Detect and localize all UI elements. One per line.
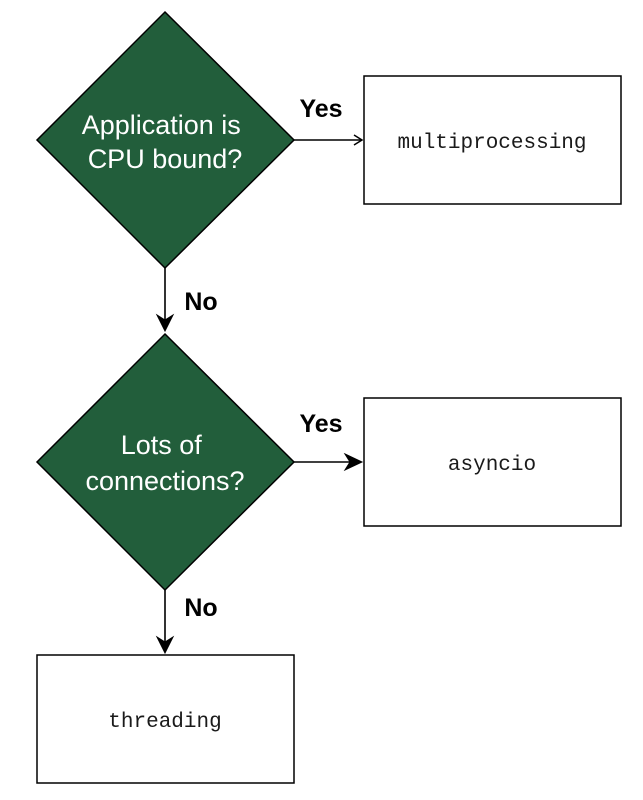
edge-cpu-no <box>155 268 175 333</box>
outcome-asyncio: asyncio <box>363 397 622 527</box>
edge-label-cpu-no: No <box>184 288 217 316</box>
svg-text:Lots of connections?: Lots of connections? <box>85 430 244 496</box>
edge-label-conn-no: No <box>184 594 217 622</box>
outcome-asyncio-box <box>363 397 622 527</box>
svg-text:Application is CPU bound: Application is CPU bound? <box>82 110 249 174</box>
edge-label-conn-yes: Yes <box>299 410 342 438</box>
edge-conn-yes <box>294 452 364 472</box>
outcome-asyncio-label: asyncio <box>448 454 536 477</box>
edge-label-cpu-yes: Yes <box>299 95 342 123</box>
outcome-threading: threading <box>36 654 295 784</box>
outcome-multiprocessing-box <box>363 75 622 205</box>
decision-cpu-bound-line-1: Application is <box>82 110 241 140</box>
decision-connections: Lots of connections? <box>35 332 296 592</box>
decision-connections-shape <box>35 332 296 592</box>
decision-cpu-bound-shape <box>35 10 296 270</box>
outcome-multiprocessing: multiprocessing <box>363 75 622 205</box>
decision-connections-line-2: connections? <box>85 466 244 496</box>
outcome-multiprocessing-label: multiprocessing <box>397 132 586 155</box>
edge-conn-no <box>155 590 175 655</box>
decision-cpu-bound-line-2: CPU bound? <box>88 144 243 174</box>
decision-connections-line-1: Lots of <box>121 430 203 460</box>
outcome-threading-label: threading <box>108 711 221 734</box>
decision-cpu-bound: Application is CPU bound? <box>35 10 296 270</box>
outcome-threading-box <box>36 654 295 784</box>
edge-cpu-yes <box>294 134 364 146</box>
